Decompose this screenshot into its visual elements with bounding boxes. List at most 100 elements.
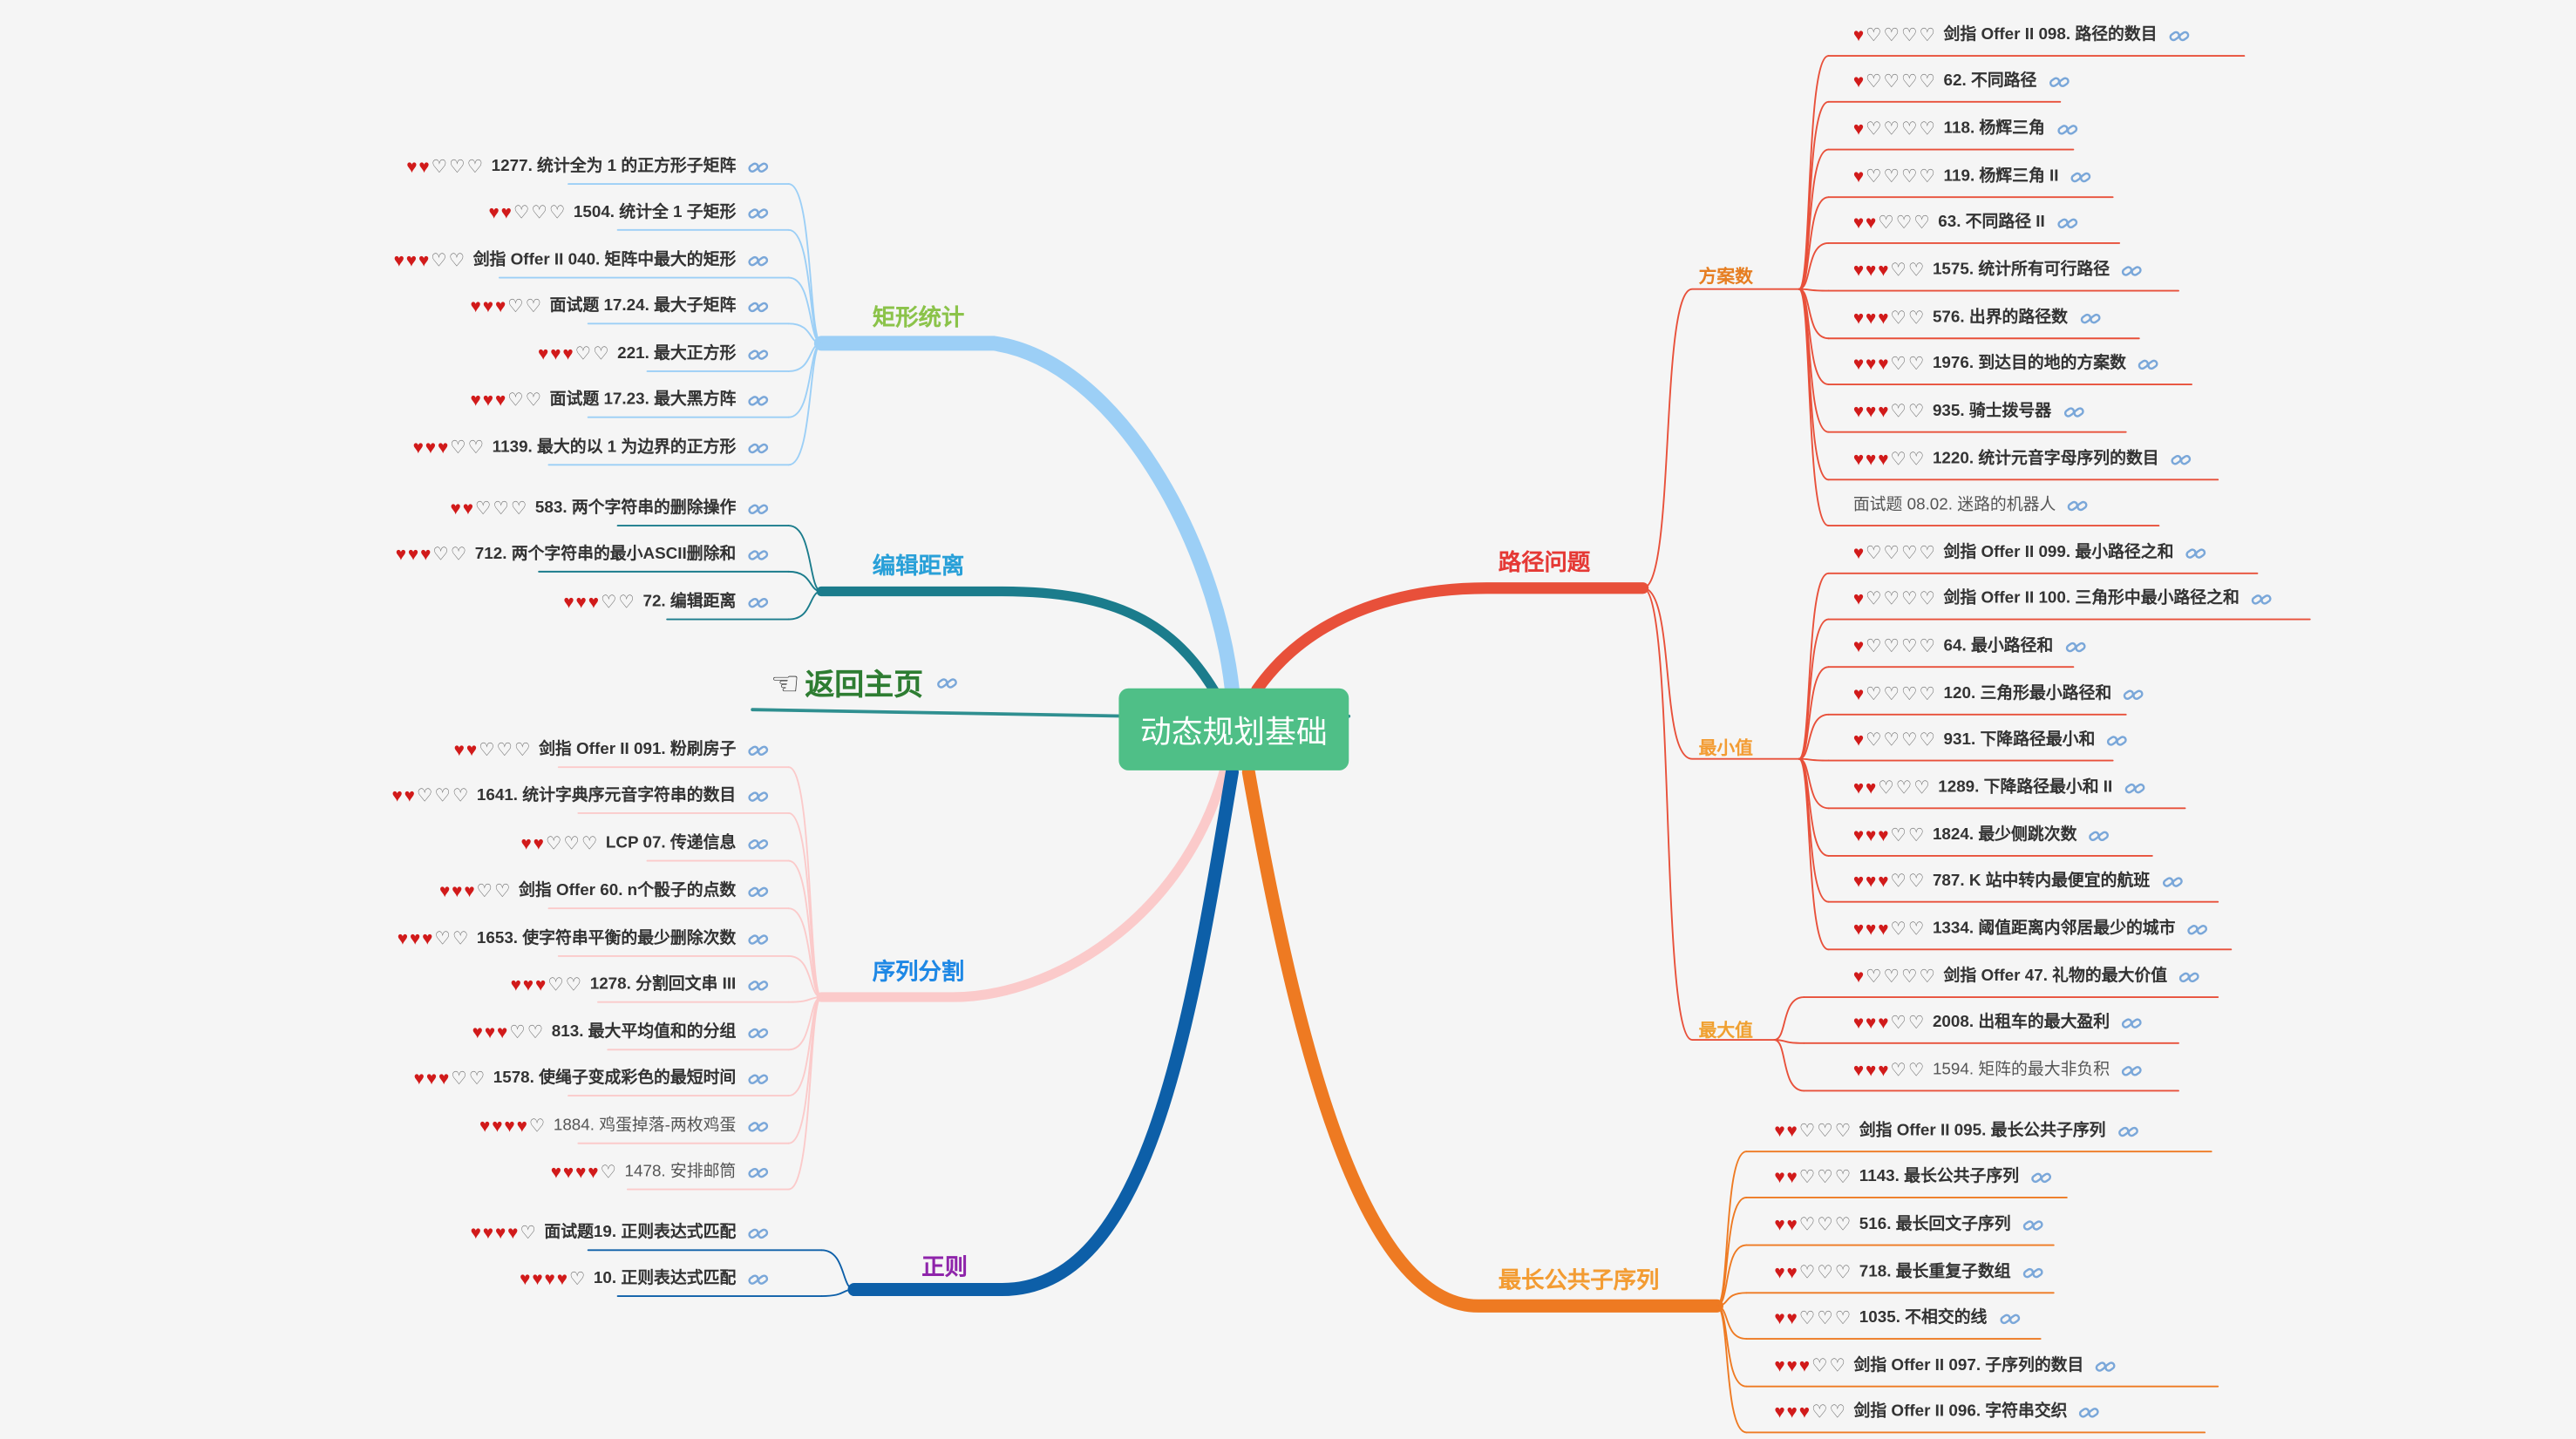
link-icon[interactable] xyxy=(2121,1015,2142,1032)
problem-item[interactable]: ♥♥♥♡♡72. 编辑距离 xyxy=(563,590,769,616)
link-icon[interactable] xyxy=(747,1272,769,1288)
problem-item[interactable]: ♥♡♡♡♡119. 杨辉三角 II xyxy=(1853,164,2091,190)
problem-item[interactable]: ♥♥♥♡♡1334. 阈值距离内邻居最少的城市 xyxy=(1853,917,2208,943)
link-icon[interactable] xyxy=(2161,874,2183,891)
link-icon[interactable] xyxy=(2121,1062,2142,1079)
problem-item[interactable]: ♥♥♥♡♡1653. 使字符串平衡的最少删除次数 xyxy=(398,927,769,953)
problem-item[interactable]: ♥♡♡♡♡118. 杨辉三角 xyxy=(1853,117,2078,143)
link-icon[interactable] xyxy=(2251,591,2272,608)
link-icon[interactable] xyxy=(747,160,769,176)
link-icon[interactable] xyxy=(2064,639,2086,655)
problem-item[interactable]: ♥♥♡♡♡516. 最长回文子序列 xyxy=(1774,1212,2043,1239)
problem-item[interactable]: ♥♥♡♡♡剑指 Offer II 095. 最长公共子序列 xyxy=(1774,1118,2138,1144)
problem-item[interactable]: ♥♥♥♥♡10. 正则表达式匹配 xyxy=(520,1266,769,1293)
link-icon[interactable] xyxy=(2138,356,2158,373)
link-icon[interactable] xyxy=(2056,215,2077,232)
link-icon[interactable] xyxy=(2063,404,2083,421)
problem-item[interactable]: ♥♥♥♡♡712. 两个字符串的最小ASCII删除和 xyxy=(396,542,769,568)
problem-item[interactable]: ♥♡♡♡♡剑指 Offer II 100. 三角形中最小路径之和 xyxy=(1853,587,2273,613)
problem-item[interactable]: ♥♥♡♡♡1035. 不相交的线 xyxy=(1774,1306,2020,1332)
link-icon[interactable] xyxy=(747,347,769,363)
link-icon[interactable] xyxy=(2079,310,2101,327)
link-icon[interactable] xyxy=(2056,121,2078,138)
problem-item[interactable]: ♥♥♥♡♡1594. 矩阵的最大非负积 xyxy=(1853,1058,2143,1084)
root-topic[interactable]: 动态规划基础 xyxy=(1118,688,1349,770)
link-icon[interactable] xyxy=(2089,828,2110,845)
problem-item[interactable]: ♥♡♡♡♡剑指 Offer 47. 礼物的最大价值 xyxy=(1853,964,2200,990)
link-icon[interactable] xyxy=(747,743,769,759)
link-icon[interactable] xyxy=(747,547,769,564)
branch-path-problem[interactable]: 路径问题 xyxy=(1498,548,1591,575)
problem-item[interactable]: 面试题 08.02. 迷路的机器人 xyxy=(1853,492,2089,519)
problem-item[interactable]: ♥♥♥♡♡1220. 统计元音字母序列的数目 xyxy=(1853,447,2192,473)
link-icon[interactable] xyxy=(2107,733,2128,750)
link-icon[interactable] xyxy=(747,594,769,611)
problem-item[interactable]: ♥♥♡♡♡1641. 统计字典序元音字符串的数目 xyxy=(391,784,769,810)
problem-item[interactable]: ♥♥♥♡♡1278. 分割回文串 III xyxy=(511,973,769,999)
link-icon[interactable] xyxy=(2068,498,2089,514)
problem-item[interactable]: ♥♥♥♥♡面试题19. 正则表达式匹配 xyxy=(471,1220,769,1246)
branch-matrix[interactable]: 矩形统计 xyxy=(872,303,965,330)
problem-item[interactable]: ♥♥♥♡♡剑指 Offer II 040. 矩阵中最大的矩形 xyxy=(394,248,769,275)
link-icon[interactable] xyxy=(2123,687,2144,703)
home-link[interactable]: ☜ 返回主页 xyxy=(771,662,958,705)
problem-item[interactable]: ♥♥♥♡♡576. 出界的路径数 xyxy=(1853,306,2101,332)
link-icon[interactable] xyxy=(747,299,769,316)
link-icon[interactable] xyxy=(2171,451,2192,468)
branch-regex[interactable]: 正则 xyxy=(921,1253,969,1280)
problem-item[interactable]: ♥♥♡♡♡1289. 下降路径最小和 II xyxy=(1853,776,2145,802)
link-icon[interactable] xyxy=(747,440,769,457)
link-icon[interactable] xyxy=(2030,1170,2051,1186)
problem-item[interactable]: ♥♥♥♡♡1578. 使绳子变成彩色的最短时间 xyxy=(414,1066,769,1092)
link-icon[interactable] xyxy=(747,1118,769,1135)
link-icon[interactable] xyxy=(2070,169,2091,186)
link-icon[interactable] xyxy=(2187,921,2209,938)
problem-item[interactable]: ♥♥♥♡♡2008. 出租车的最大盈利 xyxy=(1853,1010,2143,1036)
problem-item[interactable]: ♥♥♡♡♡63. 不同路径 II xyxy=(1853,210,2078,236)
problem-item[interactable]: ♥♥♡♡♡1143. 最长公共子序列 xyxy=(1774,1164,2051,1191)
problem-item[interactable]: ♥♥♥♡♡1139. 最大的以 1 为边界的正方形 xyxy=(413,435,769,461)
sub-branch-count[interactable]: 方案数 xyxy=(1698,268,1753,288)
branch-lcs[interactable]: 最长公共子序列 xyxy=(1498,1266,1660,1293)
link-icon[interactable] xyxy=(2117,1123,2138,1140)
problem-item[interactable]: ♥♡♡♡♡剑指 Offer II 098. 路径的数目 xyxy=(1853,23,2190,49)
problem-item[interactable]: ♥♡♡♡♡剑指 Offer II 099. 最小路径之和 xyxy=(1853,540,2206,567)
link-icon[interactable] xyxy=(747,253,769,269)
link-icon[interactable] xyxy=(2022,1265,2043,1281)
problem-item[interactable]: ♥♥♥♥♡1478. 安排邮筒 xyxy=(551,1160,769,1186)
link-icon[interactable] xyxy=(2124,780,2145,797)
problem-item[interactable]: ♥♥♡♡♡LCP 07. 传递信息 xyxy=(520,831,769,858)
link-icon[interactable] xyxy=(747,789,769,805)
sub-branch-max[interactable]: 最大值 xyxy=(1698,1022,1753,1042)
link-icon[interactable] xyxy=(2049,74,2070,91)
problem-item[interactable]: ♥♥♥♡♡剑指 Offer II 097. 子序列的数目 xyxy=(1774,1354,2117,1380)
problem-item[interactable]: ♥♥♡♡♡1277. 统计全为 1 的正方形子矩阵 xyxy=(406,154,769,180)
branch-sequence-split[interactable]: 序列分割 xyxy=(872,957,965,984)
problem-item[interactable]: ♥♥♥♡♡813. 最大平均值和的分组 xyxy=(472,1020,769,1046)
link-icon[interactable] xyxy=(747,977,769,994)
link-icon[interactable] xyxy=(1999,1311,2020,1327)
link-icon[interactable] xyxy=(2178,969,2200,986)
link-icon[interactable] xyxy=(936,675,957,692)
problem-item[interactable]: ♥♥♥♡♡1824. 最少侧跳次数 xyxy=(1853,823,2110,849)
problem-item[interactable]: ♥♡♡♡♡64. 最小路径和 xyxy=(1853,634,2086,660)
link-icon[interactable] xyxy=(2022,1218,2043,1234)
problem-item[interactable]: ♥♡♡♡♡120. 三角形最小路径和 xyxy=(1853,682,2144,708)
problem-item[interactable]: ♥♡♡♡♡62. 不同路径 xyxy=(1853,69,2070,95)
problem-item[interactable]: ♥♥♥♡♡面试题 17.23. 最大黑方阵 xyxy=(471,388,769,414)
link-icon[interactable] xyxy=(747,1071,769,1088)
problem-item[interactable]: ♥♥♡♡♡1504. 统计全 1 子矩形 xyxy=(488,200,769,227)
link-icon[interactable] xyxy=(2079,1404,2100,1421)
problem-item[interactable]: ♥♥♥♡♡面试题 17.24. 最大子矩阵 xyxy=(471,294,769,320)
link-icon[interactable] xyxy=(2096,1359,2117,1375)
link-icon[interactable] xyxy=(747,1225,769,1242)
link-icon[interactable] xyxy=(2121,263,2142,280)
problem-item[interactable]: ♥♥♥♥♡1884. 鸡蛋掉落-两枚鸡蛋 xyxy=(479,1114,769,1140)
problem-item[interactable]: ♥♡♡♡♡931. 下降路径最小和 xyxy=(1853,728,2128,754)
sub-branch-min[interactable]: 最小值 xyxy=(1698,739,1753,759)
link-icon[interactable] xyxy=(747,884,769,900)
problem-item[interactable]: ♥♥♥♡♡221. 最大正方形 xyxy=(538,342,769,368)
problem-item[interactable]: ♥♥♡♡♡583. 两个字符串的删除操作 xyxy=(450,496,769,522)
link-icon[interactable] xyxy=(747,932,769,948)
link-icon[interactable] xyxy=(2185,546,2207,562)
